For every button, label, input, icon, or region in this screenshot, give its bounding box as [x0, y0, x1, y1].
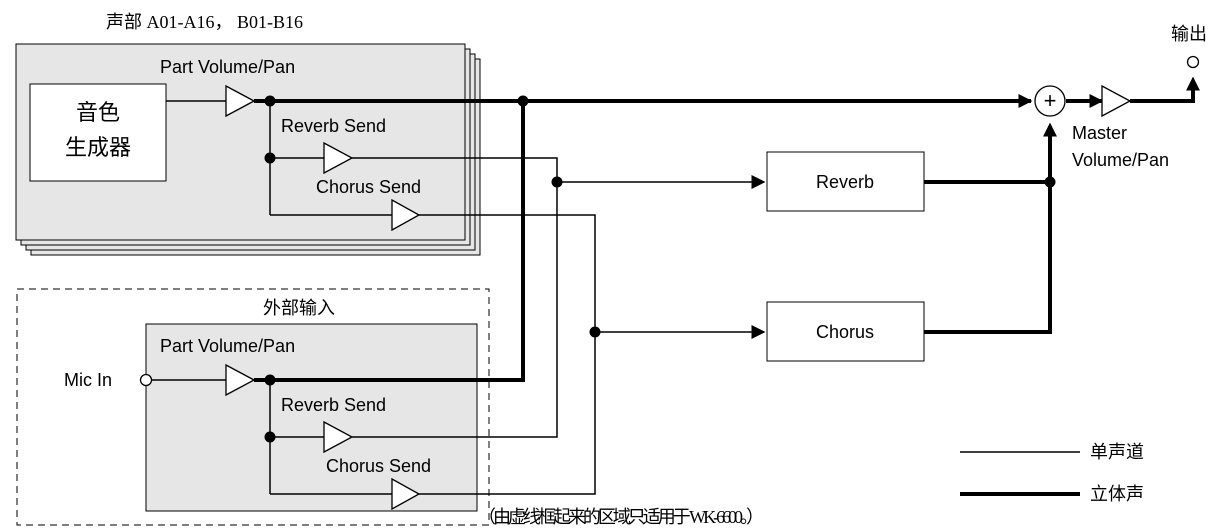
output-label: 输出 [1171, 24, 1207, 45]
part-volume-amp-bottom [225, 363, 256, 397]
legend-stereo-label: 立体声 [1090, 484, 1144, 505]
reverb-send-label-bottom: Reverb Send [281, 395, 386, 415]
chorus-box [766, 301, 925, 362]
summing-node [1034, 85, 1066, 117]
junction-dots [264, 95, 1056, 443]
reverb-send-label-top: Reverb Send [281, 116, 386, 136]
master-amp [1101, 84, 1132, 118]
mic-in-terminal [139, 373, 153, 387]
chorus-send-amp-top [391, 198, 421, 232]
plus-icon: + [1044, 88, 1057, 113]
part-volume-pan-label-bottom: Part Volume/Pan [160, 336, 295, 356]
external-input-dashed-region [16, 288, 490, 526]
master-label-line2: Volume/Pan [1072, 150, 1169, 170]
master-label-line1: Master [1072, 123, 1127, 143]
mic-in-label: Mic In [64, 370, 112, 390]
mono-signal-lines [150, 100, 1080, 495]
part-volume-amp-top [225, 84, 256, 118]
reverb-box [766, 151, 925, 212]
reverb-label: Reverb [816, 172, 874, 192]
part-volume-pan-label-top: Part Volume/Pan [160, 57, 295, 77]
output-terminal [1186, 55, 1200, 69]
reverb-send-amp-top [323, 141, 354, 175]
wk6600-note: （由虚线框起来的区域只适用于 WK-6600。） [478, 507, 764, 527]
tone-generator-label-line2: 生成器 [65, 136, 131, 161]
parts-title: 声部 A01-A16， B01-B16 [106, 12, 303, 32]
chorus-label: Chorus [816, 322, 874, 342]
chorus-send-label-top: Chorus Send [316, 177, 421, 197]
part-box-bottom [145, 323, 478, 512]
chorus-send-amp-bottom [391, 477, 421, 511]
amplifier-triangles [225, 84, 1132, 511]
tone-generator-label-line1: 音色 [76, 101, 120, 126]
chorus-send-label-bottom: Chorus Send [326, 456, 431, 476]
legend-mono-label: 单声道 [1090, 442, 1144, 463]
tone-generator-box [29, 83, 167, 182]
external-input-label: 外部输入 [263, 298, 335, 319]
reverb-send-amp-bottom [323, 420, 354, 454]
